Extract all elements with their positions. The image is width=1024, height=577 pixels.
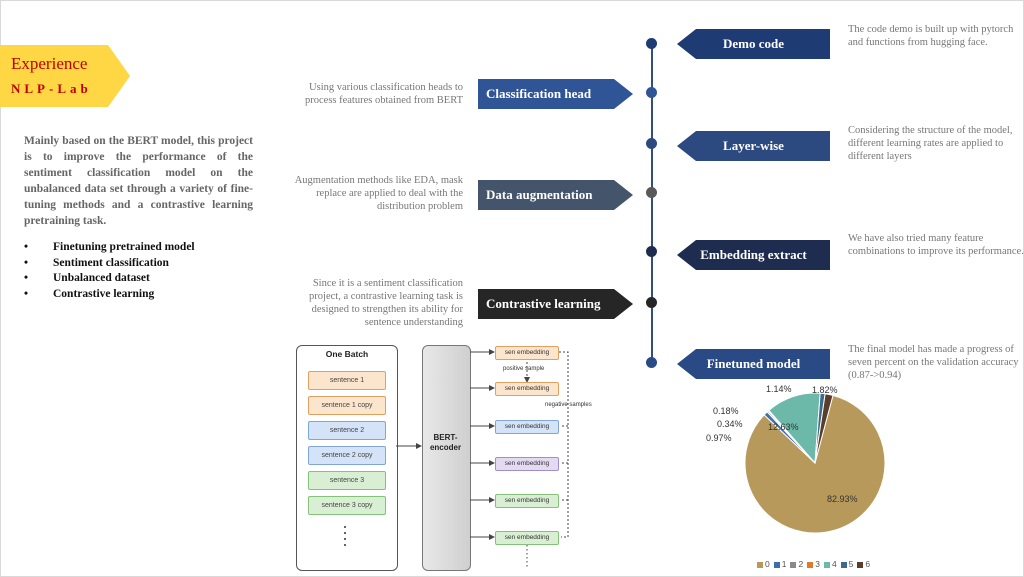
legend-label: 4 (831, 559, 837, 569)
legend-swatch (790, 561, 797, 568)
legend-label: 1 (781, 559, 787, 569)
legend-item: 4 (823, 559, 837, 569)
pie-legend: 0 1 2 3 4 5 6 (757, 559, 870, 569)
timeline-dot (646, 87, 657, 98)
keyword-item: Unbalanced dataset (24, 271, 195, 287)
timeline-dot (646, 38, 657, 49)
legend-label: 3 (815, 559, 820, 569)
tag-finetuned-model: Finetuned model (677, 349, 830, 379)
note-finetuned-model: The final model has made a progress of s… (848, 344, 1019, 381)
negative-samples-label: negative samples (545, 402, 592, 408)
legend-swatch (807, 561, 814, 568)
tag-demo-code: Demo code (677, 29, 830, 59)
note-embedding-extract: We have also tried many feature combinat… (848, 233, 1024, 257)
project-description: Mainly based on the BERT model, this pro… (24, 135, 253, 227)
keyword-item: Contrastive learning (24, 287, 195, 303)
legend-swatch (840, 561, 847, 568)
embedding-box: sen embedding (495, 420, 559, 434)
tag-contrastive-learning: Contrastive learning (478, 289, 633, 319)
legend-label: 6 (865, 559, 871, 569)
pie-data-label: 0.34% (717, 419, 743, 429)
diagram-arrows (396, 349, 569, 568)
embedding-box: sen embedding (495, 494, 559, 508)
badge-subtitle: NLP-Lab (11, 81, 92, 96)
batch-box: One Batch sentence 1 sentence 1 copy sen… (296, 345, 398, 571)
sentence-box: sentence 3 copy (308, 496, 386, 515)
timeline-dot (646, 246, 657, 257)
pie-data-label: 1.82% (812, 385, 838, 395)
note-classification-head: Using various classification heads to pr… (305, 82, 463, 106)
sentence-box: sentence 2 copy (308, 446, 386, 465)
keyword-item: Sentiment classification (24, 256, 195, 272)
positive-sample-label: positive sample (503, 366, 545, 372)
pie-slice-0 (744, 394, 886, 534)
legend-item: 0 (757, 559, 770, 569)
legend-label: 5 (848, 559, 854, 569)
embedding-box: sen embedding (495, 457, 559, 471)
legend-swatch (773, 561, 780, 568)
sentence-box: sentence 3 (308, 471, 386, 490)
legend-label: 0 (765, 559, 770, 569)
legend-item: 5 (840, 559, 854, 569)
pie-data-label: 0.97% (706, 433, 732, 443)
embedding-box: sen embedding (495, 531, 559, 545)
sentence-box: sentence 1 copy (308, 396, 386, 415)
bert-encoder (422, 345, 471, 571)
legend-item: 3 (807, 559, 820, 569)
legend-swatch (823, 561, 830, 568)
batch-title: One Batch (325, 349, 369, 359)
timeline-dot (646, 357, 657, 368)
legend-swatch (757, 561, 763, 568)
legend-label: 2 (798, 559, 804, 569)
pie-data-label: 82.93% (827, 494, 858, 504)
batch-ellipsis (344, 526, 346, 546)
keyword-item: Finetuning pretrained model (24, 240, 195, 256)
pie-slice-6 (814, 393, 834, 464)
note-data-augmentation: Augmentation methods like EDA, mask repl… (294, 175, 463, 212)
pie-chart (744, 392, 886, 534)
keyword-list: Finetuning pretrained model Sentiment cl… (24, 240, 195, 302)
encoder-label: BERT-encoder (429, 433, 462, 452)
timeline-dot (646, 187, 657, 198)
tag-embedding-extract: Embedding extract (677, 240, 830, 270)
timeline-dot (646, 297, 657, 308)
sentence-box: sentence 2 (308, 421, 386, 440)
legend-item: 2 (790, 559, 803, 569)
note-layer-wise: Considering the structure of the model, … (848, 125, 1013, 162)
badge-title: Experience (11, 54, 88, 73)
legend-item: 6 (857, 559, 870, 569)
timeline-dot (646, 138, 657, 149)
experience-badge (0, 45, 130, 107)
tag-data-augmentation: Data augmentation (478, 180, 633, 210)
pie-data-label: 12.63% (768, 422, 799, 432)
sentence-box: sentence 1 (308, 371, 386, 390)
note-contrastive-learning: Since it is a sentiment classification p… (309, 278, 463, 328)
legend-item: 1 (773, 559, 787, 569)
embedding-box: sen embedding (495, 382, 559, 396)
note-demo-code: The code demo is built up with pytorch a… (848, 24, 1014, 48)
pie-data-label: 1.14% (766, 384, 792, 394)
embedding-box: sen embedding (495, 346, 559, 360)
pie-data-label: 0.18% (713, 406, 739, 416)
timeline-line (651, 44, 653, 364)
legend-swatch (857, 561, 864, 568)
tag-layer-wise: Layer-wise (677, 131, 830, 161)
tag-classification-head: Classification head (478, 79, 633, 109)
